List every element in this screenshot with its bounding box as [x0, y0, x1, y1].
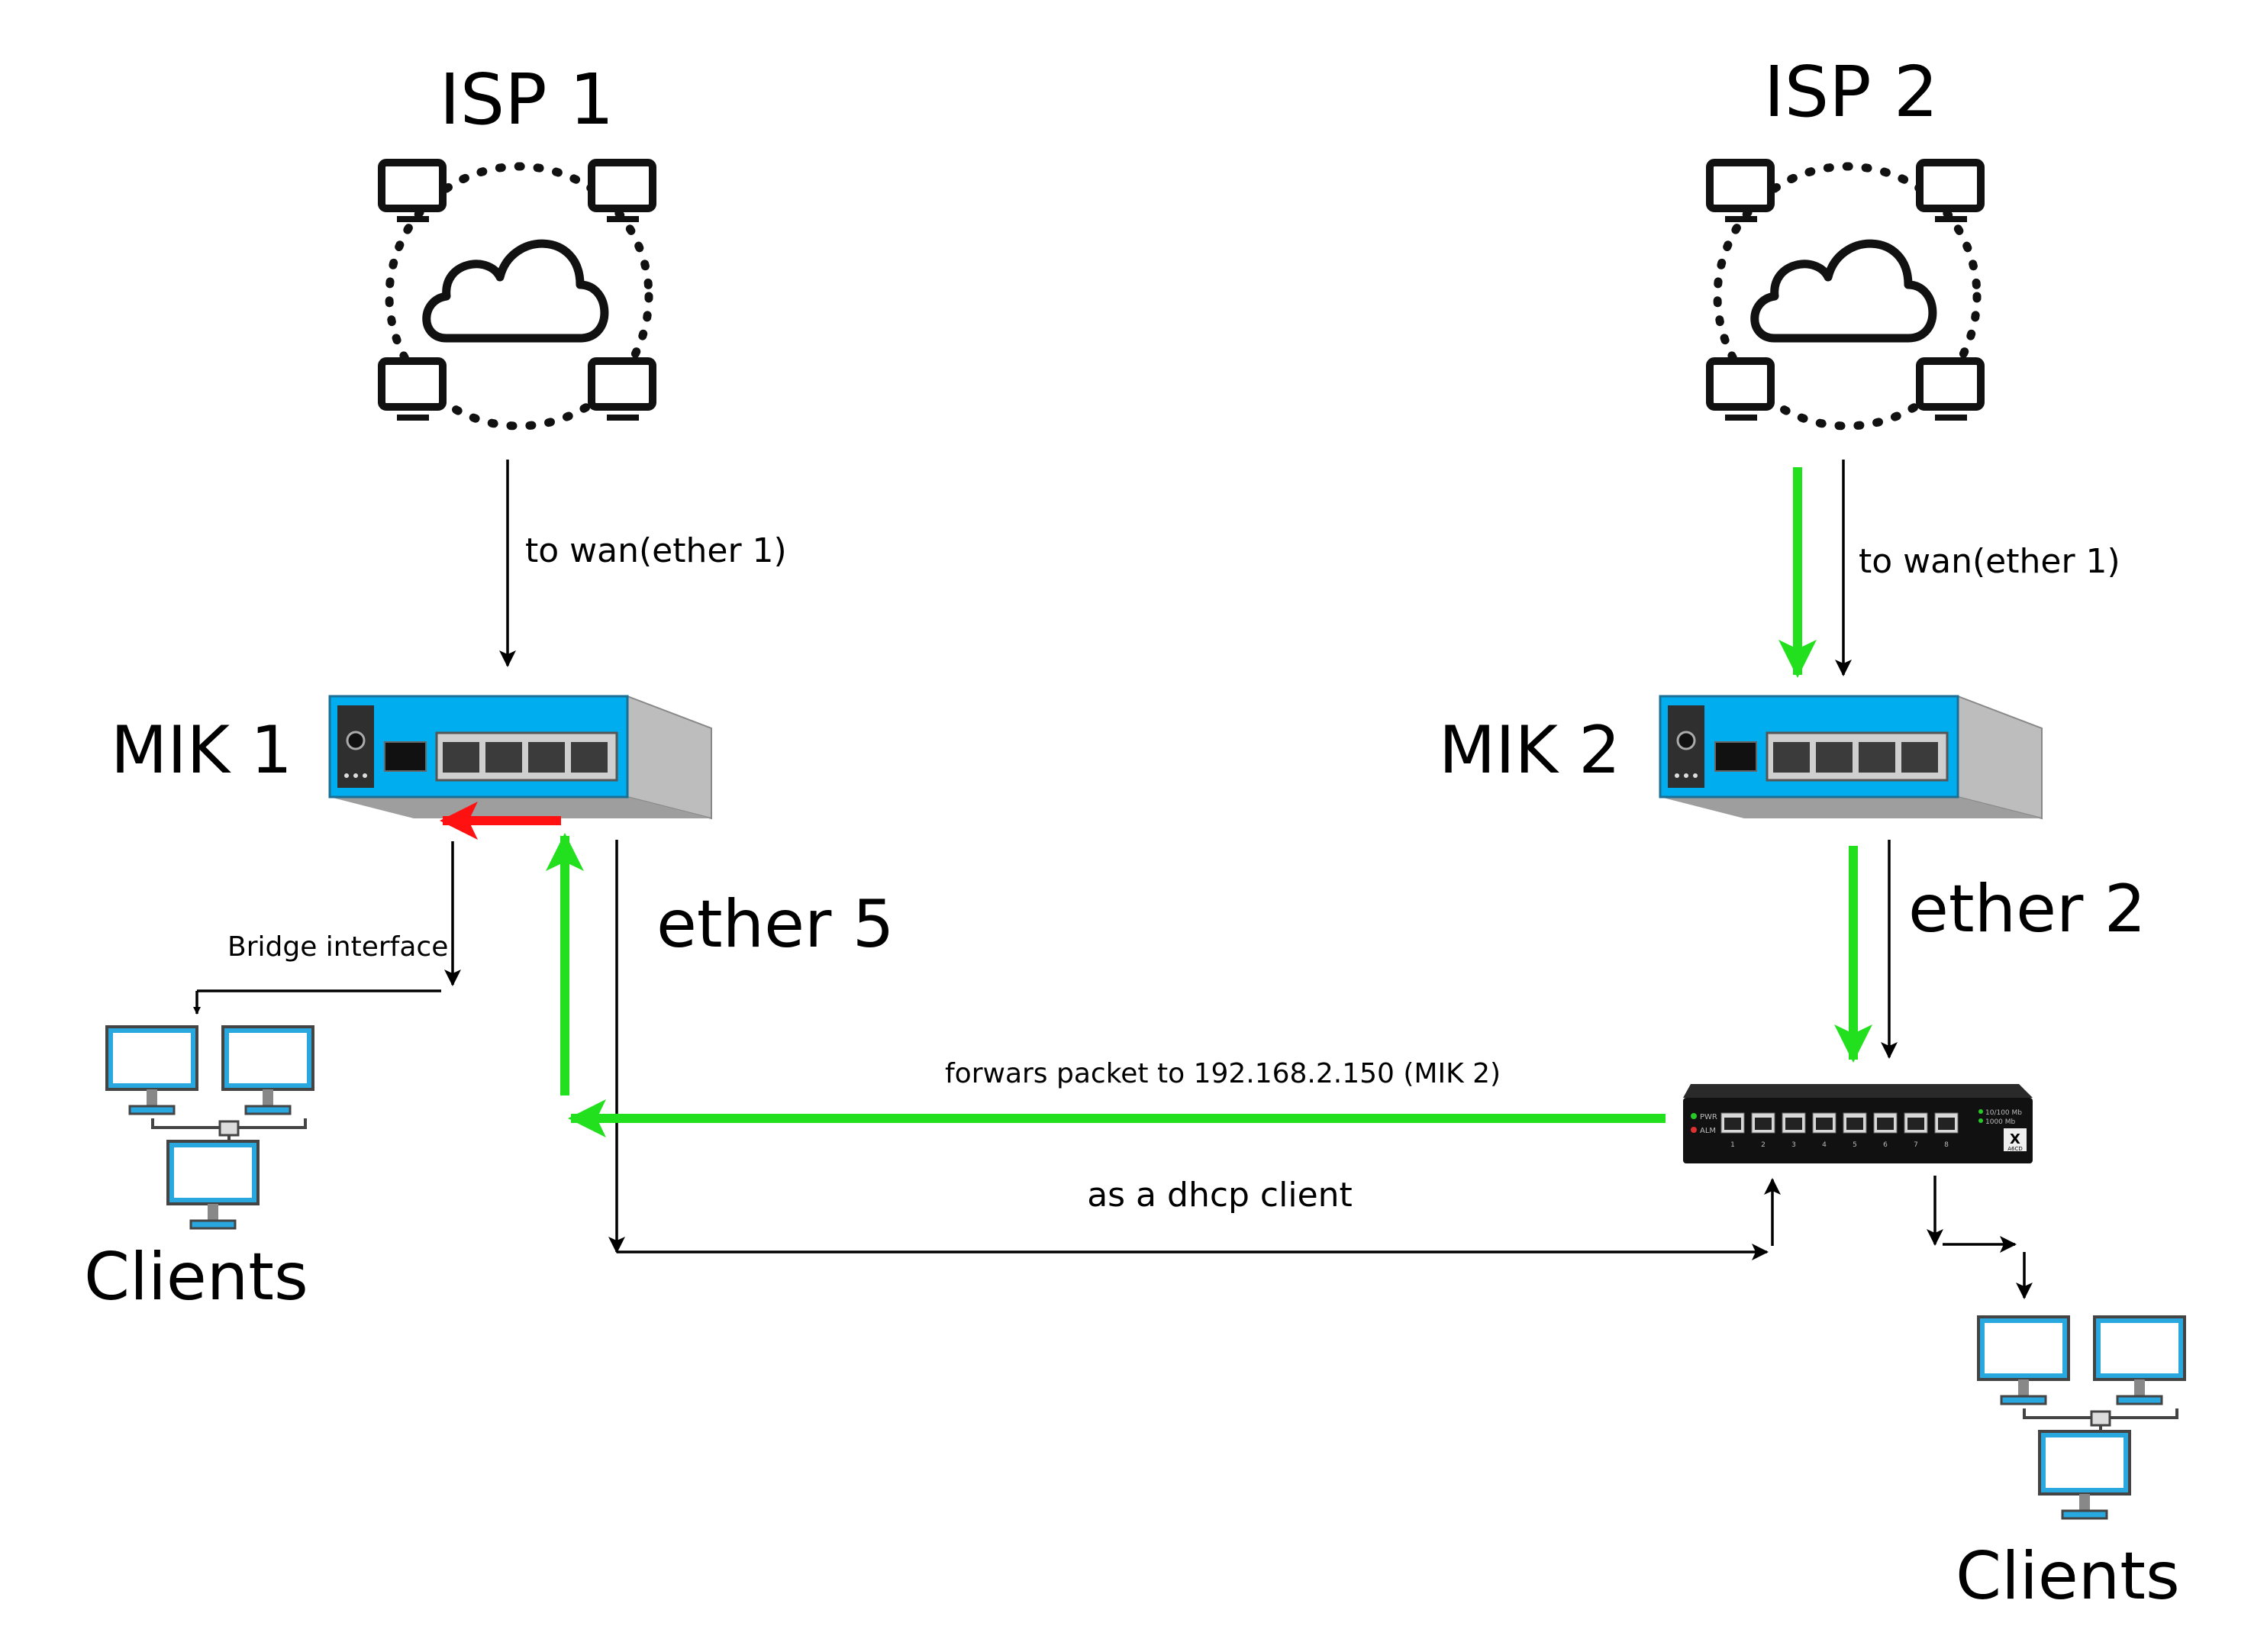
switch-port-socket — [1816, 1118, 1833, 1130]
switch-port-number: 5 — [1853, 1141, 1857, 1149]
forward-packet-label: forwars packet to 192.168.2.150 (MIK 2) — [945, 1058, 1501, 1089]
switch-port-socket — [1755, 1118, 1772, 1130]
mik2-label: MIK 2 — [1439, 712, 1620, 789]
switch-port-number: 8 — [1944, 1141, 1949, 1149]
switch-port-number: 2 — [1761, 1141, 1766, 1149]
bridge-interface-label: Bridge interface — [227, 931, 448, 963]
clients-right-label: Clients — [1956, 1538, 2180, 1615]
isp1-title: ISP 1 — [440, 59, 614, 140]
switch-speed-1: 10/100 Mb — [1985, 1109, 2022, 1117]
mik1-label: MIK 1 — [111, 712, 292, 789]
clients-left-computer-network-icon — [105, 1025, 314, 1230]
ether5-label: ether 5 — [656, 886, 894, 963]
switch-port-number: 3 — [1791, 1141, 1796, 1149]
isp2-cloud-network-icon — [1710, 163, 1981, 426]
switch-port-number: 4 — [1822, 1141, 1827, 1149]
ether2-label: ether 2 — [1908, 871, 2146, 947]
isp1-wan-label: to wan(ether 1) — [525, 531, 787, 570]
isp1-cloud-network-icon — [382, 163, 653, 426]
mik2-router-icon — [1659, 695, 2043, 820]
switch-port-socket — [1907, 1118, 1924, 1130]
switch-port-number: 7 — [1914, 1141, 1918, 1149]
mik1-router-icon — [328, 695, 713, 820]
isp2-title: ISP 2 — [1764, 51, 1939, 133]
clients-right-computer-network-icon — [1977, 1315, 2186, 1520]
switch-led-pwr: PWR — [1700, 1113, 1717, 1121]
dhcp-client-label: as a dhcp client — [1087, 1176, 1353, 1215]
switch-port-number: 6 — [1883, 1141, 1888, 1149]
switch-brand: X — [2010, 1131, 2020, 1147]
switch-model: A6CD — [2007, 1146, 2023, 1152]
switch-icon: PWR ALM 1 2 3 4 5 6 7 8 10/100 Mb 1000 Mb X A6C… — [1683, 1084, 2033, 1163]
switch-speed-2: 1000 Mb — [1985, 1118, 2016, 1126]
clients-left-label: Clients — [84, 1239, 308, 1315]
switch-port-socket — [1877, 1118, 1894, 1130]
isp2-wan-label: to wan(ether 1) — [1859, 542, 2120, 581]
switch-ports: 1 2 3 4 5 6 7 8 — [1720, 1112, 1959, 1149]
switch-port-number: 1 — [1730, 1141, 1735, 1149]
switch-port-socket — [1785, 1118, 1802, 1130]
switch-led-alm: ALM — [1700, 1127, 1716, 1135]
switch-port-socket — [1724, 1118, 1741, 1130]
switch-port-socket — [1846, 1118, 1863, 1130]
switch-port-socket — [1938, 1118, 1955, 1130]
